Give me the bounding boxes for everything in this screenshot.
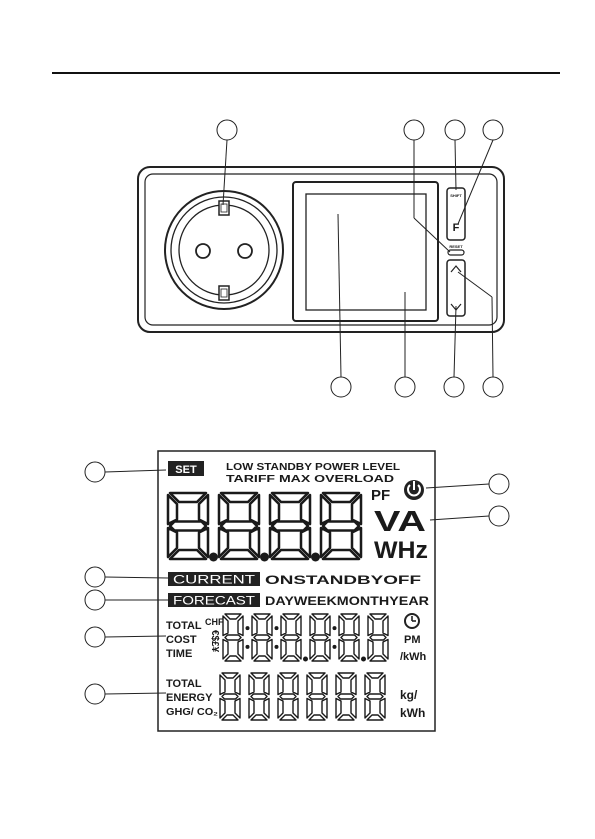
- power-icon: [404, 480, 424, 500]
- callout-power: [489, 474, 509, 494]
- cost-dot: [361, 657, 366, 662]
- callout-forecast: [85, 590, 105, 610]
- total-energy-line2: ENERGY: [166, 692, 213, 704]
- callout-down: [444, 377, 464, 397]
- callout-up: [483, 377, 503, 397]
- cost-colon: [246, 645, 250, 649]
- callout-total-energy: [85, 684, 105, 704]
- currency-chf: CHF: [205, 617, 224, 627]
- cost-colon: [333, 645, 337, 649]
- callout-f-button: [445, 120, 465, 140]
- main-digit-1: [219, 493, 259, 559]
- main-dot: [260, 553, 269, 562]
- per-kwh-label: /kWh: [400, 651, 427, 663]
- callout-display-lower: [395, 377, 415, 397]
- pf-label: PF: [371, 487, 390, 504]
- reset-button[interactable]: RESET: [448, 244, 464, 255]
- callout-units: [489, 506, 509, 526]
- total-energy-line3: GHG/ CO₂: [166, 707, 218, 718]
- total-cost-line1: TOTAL: [166, 620, 202, 632]
- reset-button-label: RESET: [449, 244, 463, 249]
- total-cost-line2: COST: [166, 634, 197, 646]
- currency-symbols: €$£¥: [209, 630, 220, 653]
- total-energy-line1: TOTAL: [166, 678, 202, 690]
- lcd-line1: LOW STANDBY POWER LEVEL: [226, 461, 401, 473]
- f-button-top-label: SHIFT: [450, 193, 462, 198]
- main-digit-2: [270, 493, 310, 559]
- kwh-label: kWh: [400, 706, 425, 720]
- callout-shift: [483, 120, 503, 140]
- cost-colon: [275, 626, 279, 630]
- forecast-label: FORECAST: [173, 596, 255, 608]
- socket-icon: [165, 191, 283, 309]
- whz-label: WHz: [374, 537, 428, 564]
- callout-current: [85, 567, 105, 587]
- main-dot: [311, 553, 320, 562]
- main-digit-3: [321, 493, 361, 559]
- current-label: CURRENT: [173, 575, 255, 587]
- current-options: ONSTANDBYOFF: [265, 573, 421, 587]
- forecast-options: DAYWEEKMONTHYEAR: [265, 594, 429, 608]
- lcd-line2: TARIFF MAX OVERLOAD: [226, 473, 395, 485]
- display-window-inner: [306, 194, 426, 310]
- callout-display-upper: [331, 377, 351, 397]
- clock-icon: [405, 614, 419, 628]
- cost-colon: [246, 626, 250, 630]
- va-label: VA: [374, 506, 426, 538]
- callout-total-cost: [85, 627, 105, 647]
- main-digit-0: [168, 493, 208, 559]
- cost-colon: [333, 626, 337, 630]
- cost-dot: [303, 657, 308, 662]
- callout-set: [85, 462, 105, 482]
- callout-socket: [217, 120, 237, 140]
- kg-label: kg/: [400, 688, 418, 702]
- main-dot: [209, 553, 218, 562]
- total-cost-line3: TIME: [166, 648, 192, 660]
- cost-colon: [275, 645, 279, 649]
- pm-label: PM: [404, 634, 421, 646]
- callout-reset: [404, 120, 424, 140]
- set-label: SET: [175, 464, 197, 476]
